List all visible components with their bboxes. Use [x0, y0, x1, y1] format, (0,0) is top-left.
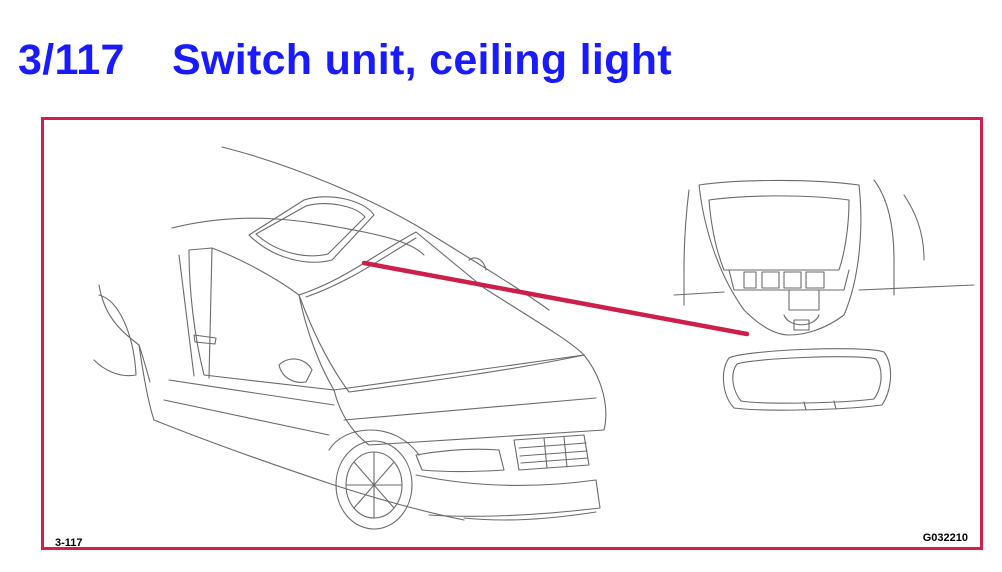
page-title: 3/117 Switch unit, ceiling light: [18, 30, 672, 90]
car-roof: [221, 146, 550, 311]
side-mirror: [278, 358, 313, 383]
body-side: [153, 419, 465, 521]
illustration-frame: 3-117 G032210: [41, 117, 983, 550]
sunroof: [248, 196, 375, 263]
front-bumper: [415, 474, 601, 517]
front-grille: [513, 434, 590, 471]
door-handle: [193, 334, 217, 345]
section-title: Switch unit, ceiling light: [172, 35, 672, 84]
ceiling-console: [673, 179, 975, 336]
callout-leader-line: [361, 260, 750, 337]
section-number: 3/117: [18, 35, 125, 84]
figure-label-right: G032210: [922, 532, 968, 544]
rear-wheel-arch: [93, 294, 137, 377]
headlight: [415, 448, 505, 473]
car-illustration: [93, 146, 975, 530]
side-window: [188, 247, 335, 391]
rear-view-mirror: [722, 348, 892, 411]
front-wheel: [335, 440, 413, 530]
roof-antenna: [468, 257, 487, 271]
figure-label-left: 3-117: [55, 537, 83, 549]
car-rear: [98, 284, 155, 421]
hood: [333, 354, 607, 446]
windshield: [298, 231, 585, 393]
